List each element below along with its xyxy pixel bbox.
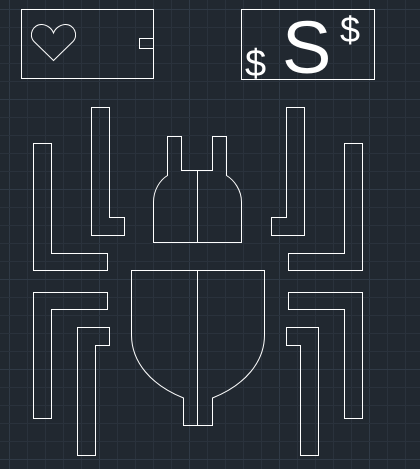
tag-slot bbox=[139, 38, 154, 49]
leg-left-lower-inner bbox=[77, 327, 110, 456]
left-legs bbox=[33, 107, 125, 456]
dollar-small-right: $ bbox=[340, 9, 360, 50]
leg-right-lower-inner bbox=[286, 327, 319, 456]
heart-tag bbox=[21, 9, 154, 79]
right-legs bbox=[271, 107, 363, 456]
leg-left-upper-inner bbox=[91, 107, 125, 236]
dollar-tag-outline bbox=[241, 9, 375, 80]
spider-body-outline bbox=[131, 270, 265, 426]
spider-head-outline bbox=[153, 136, 242, 243]
spider-head bbox=[153, 136, 242, 243]
dollar-large: S bbox=[282, 6, 331, 89]
leg-right-upper-outer bbox=[288, 143, 363, 271]
heart-icon bbox=[30, 23, 77, 62]
heart-tag-outline bbox=[21, 9, 154, 79]
dollar-tag: $ S $ bbox=[241, 6, 375, 89]
spider-body bbox=[131, 270, 265, 426]
leg-left-upper-outer bbox=[33, 143, 108, 271]
leg-left-lower-outer bbox=[33, 292, 108, 419]
leg-right-lower-outer bbox=[288, 292, 363, 419]
leg-right-upper-inner bbox=[271, 107, 305, 236]
dollar-small-left: $ bbox=[245, 43, 266, 85]
